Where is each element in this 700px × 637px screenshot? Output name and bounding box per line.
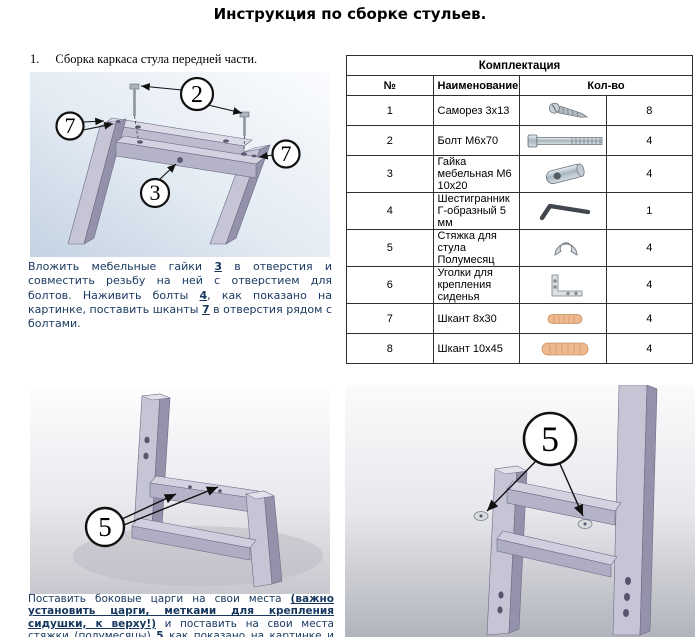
- parts-table-wrap: Комплектация № Наименование Кол-во 1 Сам…: [346, 55, 693, 364]
- side-rail: [149, 475, 259, 513]
- part-qty: 4: [605, 303, 693, 334]
- table-title-row: Комплектация: [346, 55, 693, 76]
- callout-5-left: 5: [84, 506, 126, 548]
- col-header-qty: Кол-во: [519, 75, 693, 96]
- part-number: 1: [346, 95, 434, 126]
- front-rail: [115, 135, 265, 179]
- part-ref-7: 7: [201, 302, 210, 316]
- instr2-text-2: и поставить на свои места стяжки (полуме…: [28, 617, 334, 637]
- corner-bracket-icon: [551, 274, 583, 297]
- part-number: 7: [346, 303, 434, 334]
- part-qty: 4: [605, 229, 693, 267]
- step2-instruction: Поставить боковые царги на свои места (в…: [28, 593, 334, 637]
- table-header-row: № Наименование Кол-во: [346, 75, 693, 96]
- part-name: Шкант 8х30: [432, 303, 520, 334]
- part-qty: 1: [605, 192, 693, 230]
- instr2-text-1: Поставить боковые царги на свои места: [28, 593, 291, 605]
- bolt-a: [129, 83, 140, 139]
- table-row: 6 Уголки для крепления сиденья 4: [346, 266, 693, 304]
- part-number: 2: [346, 125, 434, 156]
- callout-3-label: 3: [150, 180, 161, 205]
- callout-3: 3: [139, 177, 171, 209]
- table-row: 3 Гайка мебельная М6 10х20 4: [346, 155, 693, 193]
- lower-rail: [496, 530, 618, 578]
- callout-7-right-label: 7: [281, 141, 292, 166]
- part-number: 3: [346, 155, 434, 193]
- part-name: Шкант 10х45: [432, 333, 520, 364]
- half-moon-fitting-left: [473, 511, 489, 521]
- instr1-text-3: , как показано на картинке, поставить шк…: [28, 288, 332, 316]
- dowel-icon: [547, 313, 583, 324]
- callout-5-right: 5: [522, 411, 578, 467]
- half-moon-fitting-right: [577, 519, 593, 529]
- page-title: Инструкция по сборке стульев.: [213, 5, 487, 23]
- table-title: Комплектация: [346, 55, 693, 76]
- seat-rail: [506, 480, 622, 526]
- step1-title: Сборка каркаса стула передней части.: [55, 52, 258, 66]
- part-name: Гайка мебельная М6 10х20: [432, 155, 520, 193]
- col-header-num: №: [346, 75, 434, 96]
- part-qty: 4: [605, 333, 693, 364]
- screw-icon: [548, 102, 589, 118]
- table-row: 5 Стяжка для стула Полумесяц 4: [346, 229, 693, 267]
- callout-5-left-label: 5: [98, 512, 112, 542]
- barrel-nut-icon: [545, 163, 585, 184]
- part-number: 4: [346, 192, 434, 230]
- step1-heading: 1. Сборка каркаса стула передней части.: [30, 52, 257, 67]
- instr2-important: (важно установить царги, метками для кре…: [28, 593, 334, 630]
- dowel-icon: [541, 342, 589, 355]
- callout-5-right-label: 5: [541, 419, 559, 459]
- part-name: Болт М6х70: [432, 125, 520, 156]
- callout-7-left-label: 7: [65, 113, 76, 138]
- part-name: Шестигранник Г-образный 5 мм: [432, 192, 520, 230]
- col-header-name: Наименование: [432, 75, 520, 96]
- instr1-text-1: Вложить мебельные гайки: [28, 260, 215, 273]
- part-name: Саморез 3х13: [432, 95, 520, 126]
- callout-2: 2: [179, 76, 215, 112]
- bottom-rail: [131, 517, 257, 561]
- callout-7-right: 7: [271, 139, 301, 169]
- table-row: 2 Болт М6х70 4: [346, 125, 693, 156]
- half-moon-bracket-icon: [554, 242, 578, 256]
- instr1-text-4: в отверстия рядом с болтами.: [28, 302, 332, 331]
- rear-frame-diagram: 5: [345, 385, 695, 637]
- part-qty: 4: [605, 155, 693, 193]
- part-number: 5: [346, 229, 434, 267]
- table-row: 8 Шкант 10х45 4: [346, 333, 693, 364]
- part-qty: 4: [605, 125, 693, 156]
- part-name: Стяжка для стула Полумесяц: [432, 229, 520, 267]
- hex-key-icon: [539, 203, 591, 221]
- table-row: 4 Шестигранник Г-образный 5 мм 1: [346, 192, 693, 230]
- part-ref-5: 5: [156, 630, 164, 637]
- part-number: 6: [346, 266, 434, 304]
- step1-number: 1.: [30, 52, 40, 66]
- table-row: 1 Саморез 3х13: [346, 95, 693, 126]
- part-ref-3: 3: [214, 260, 222, 273]
- right-back-leg: [612, 385, 658, 636]
- step1-instruction: Вложить мебельные гайки 3 в отверстия и …: [28, 260, 332, 331]
- bolt-icon: [527, 134, 603, 147]
- left-leg: [67, 118, 127, 245]
- front-frame-diagram: 2 7 3 7: [30, 72, 330, 257]
- part-number: 8: [346, 333, 434, 364]
- callout-7-left: 7: [55, 111, 85, 141]
- part-qty: 4: [605, 266, 693, 304]
- table-row: 7 Шкант 8х30 4: [346, 303, 693, 334]
- part-ref-4: 4: [199, 288, 208, 302]
- callout-2-label: 2: [191, 82, 203, 108]
- instr2-text-3: как показано на картинке и подтянуть бол…: [169, 630, 334, 637]
- instr1-text-2: в отверстия и совместить резьбу на ней с…: [28, 260, 333, 302]
- part-qty: 8: [605, 95, 693, 126]
- part-name: Уголки для крепления сиденья: [432, 266, 520, 304]
- front-leg: [245, 490, 283, 588]
- side-frame-diagram: 5: [30, 388, 330, 594]
- parts-table: Комплектация № Наименование Кол-во 1 Сам…: [346, 55, 693, 364]
